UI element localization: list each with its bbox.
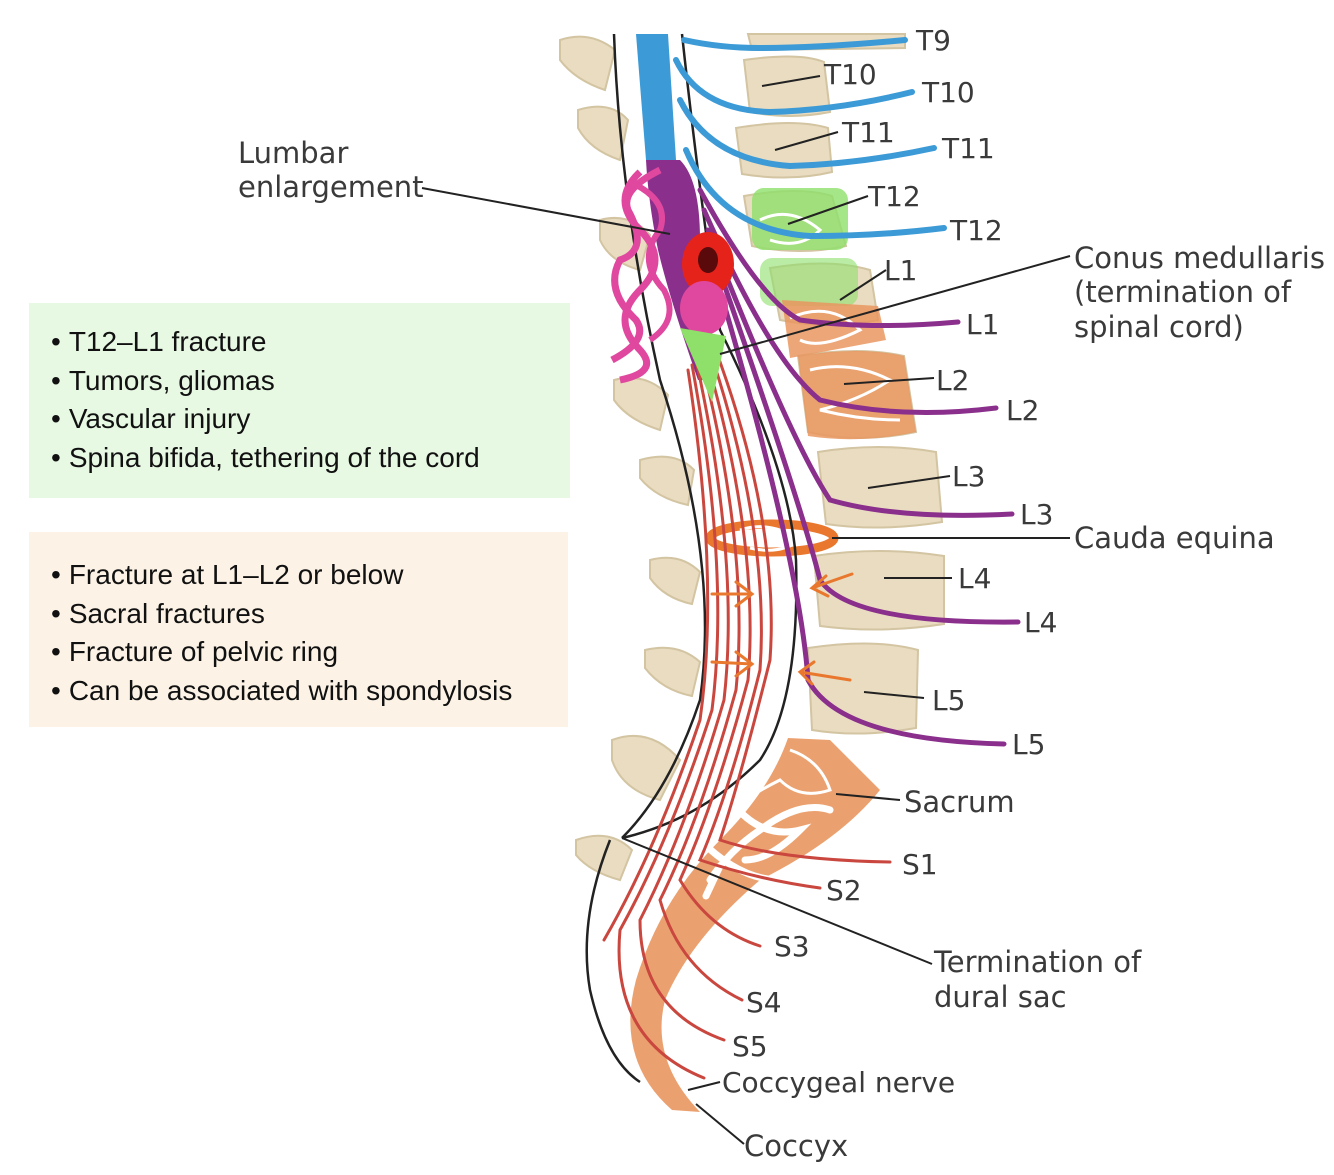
lumbar-nerves	[697, 187, 1021, 747]
vertebra-label-t11: T11	[841, 116, 895, 149]
vertebra-label-t9: T9	[915, 24, 951, 57]
pink-helix-strand-3	[628, 179, 673, 343]
nerve-label-s2: S2	[826, 874, 862, 907]
posterior-process-4	[613, 376, 670, 432]
dural-sac-label-line2: dural sac	[934, 980, 1067, 1014]
cauda-equina-nerves	[602, 338, 892, 1080]
upper-causes-box: T12–L1 fracture Tumors, gliomas Vascular…	[29, 303, 570, 498]
coccyx-label: Coccyx	[744, 1129, 848, 1163]
nerve-t10	[673, 57, 915, 116]
conus-label-line3: spinal cord)	[1074, 310, 1244, 344]
nerve-label-l4: L4	[1024, 606, 1057, 639]
upper-cause-item: Tumors, gliomas	[51, 362, 548, 401]
posterior-process-2	[577, 105, 630, 162]
upper-cause-item: T12–L1 fracture	[51, 323, 548, 362]
pink-lesion	[680, 281, 728, 335]
lumbar-label-line1: Lumbar	[238, 136, 348, 170]
nerve-label-coccygeal: Coccygeal nerve	[722, 1066, 955, 1099]
nerve-l5	[711, 267, 1007, 747]
upper-causes-list: T12–L1 fracture Tumors, gliomas Vascular…	[51, 323, 548, 477]
lower-cause-item: Sacral fractures	[51, 595, 546, 634]
conus-label-line2: (termination of	[1074, 275, 1292, 309]
green-cone-lesion	[680, 328, 726, 402]
l1-green-highlight	[760, 258, 858, 306]
nerve-label-t10: T10	[921, 76, 975, 109]
vertebra-l3	[816, 446, 944, 529]
vertebra-label-l3: L3	[952, 460, 985, 493]
dural-sac-label-line1: Termination of	[933, 945, 1142, 979]
nerve-l4	[709, 247, 1021, 625]
nerve-t11	[677, 97, 937, 170]
thoracic-nerves	[673, 37, 947, 240]
nerve-label-l3: L3	[1020, 498, 1053, 531]
vertebra-label-l1: L1	[884, 254, 917, 287]
l2-orange-highlight	[798, 351, 916, 440]
posterior-process-5	[639, 455, 696, 507]
vertebra-label-l5: L5	[932, 684, 965, 717]
thoracic-cord	[636, 34, 676, 160]
posterior-process-8	[611, 735, 682, 802]
lower-cause-item: Can be associated with spondylosis	[51, 672, 546, 711]
red-lesion-core	[698, 247, 718, 273]
lower-causes-list: Fracture at L1–L2 or below Sacral fractu…	[51, 556, 546, 710]
leader-lines	[421, 75, 1071, 1145]
posterior-process-6	[649, 556, 702, 606]
cauda-equina-label: Cauda equina	[1074, 521, 1275, 555]
nerve-label-l2: L2	[1006, 394, 1039, 427]
vertebra-label-t10: T10	[823, 58, 877, 91]
lesion-markers	[610, 166, 734, 402]
sacrum-orange-highlight	[630, 738, 880, 1112]
nerve-label-s4: S4	[746, 986, 782, 1019]
lumbar-label-line2: enlargement	[238, 170, 424, 204]
posterior-process-1	[559, 35, 617, 92]
nerve-label-s5: S5	[732, 1030, 768, 1063]
vertebra-l4	[812, 550, 945, 631]
nerve-label-s3: S3	[774, 930, 810, 963]
nerve-t9	[681, 37, 908, 52]
nerve-l1	[697, 187, 961, 329]
posterior-process-7	[644, 646, 702, 698]
nerve-label-l5: L5	[1012, 728, 1045, 761]
lower-causes-box: Fracture at L1–L2 or below Sacral fractu…	[29, 532, 568, 727]
nerve-label-t11: T11	[941, 132, 995, 165]
upper-cause-item: Spina bifida, tethering of the cord	[51, 439, 548, 478]
nerve-label-t12: T12	[949, 214, 1003, 247]
nerve-l3	[705, 227, 1015, 518]
conus-label-line1: Conus medullaris	[1074, 241, 1325, 275]
vertebra-label-t12: T12	[867, 180, 921, 213]
vertebra-t11	[734, 122, 834, 179]
l1-orange-highlight	[782, 300, 886, 358]
nerve-t12	[683, 147, 947, 240]
vertebra-label-l4: L4	[958, 562, 991, 595]
lower-cause-item: Fracture at L1–L2 or below	[51, 556, 546, 595]
upper-cause-item: Vascular injury	[51, 400, 548, 439]
nerve-l2	[701, 207, 999, 415]
vertebra-label-l2: L2	[936, 364, 969, 397]
nerve-label-l1: L1	[966, 308, 999, 341]
pink-helix-strand-2	[610, 166, 662, 364]
lower-cause-item: Fracture of pelvic ring	[51, 633, 546, 672]
orange-arrows	[710, 572, 854, 686]
sacrum-label: Sacrum	[904, 785, 1015, 819]
nerve-label-s1: S1	[902, 848, 938, 881]
